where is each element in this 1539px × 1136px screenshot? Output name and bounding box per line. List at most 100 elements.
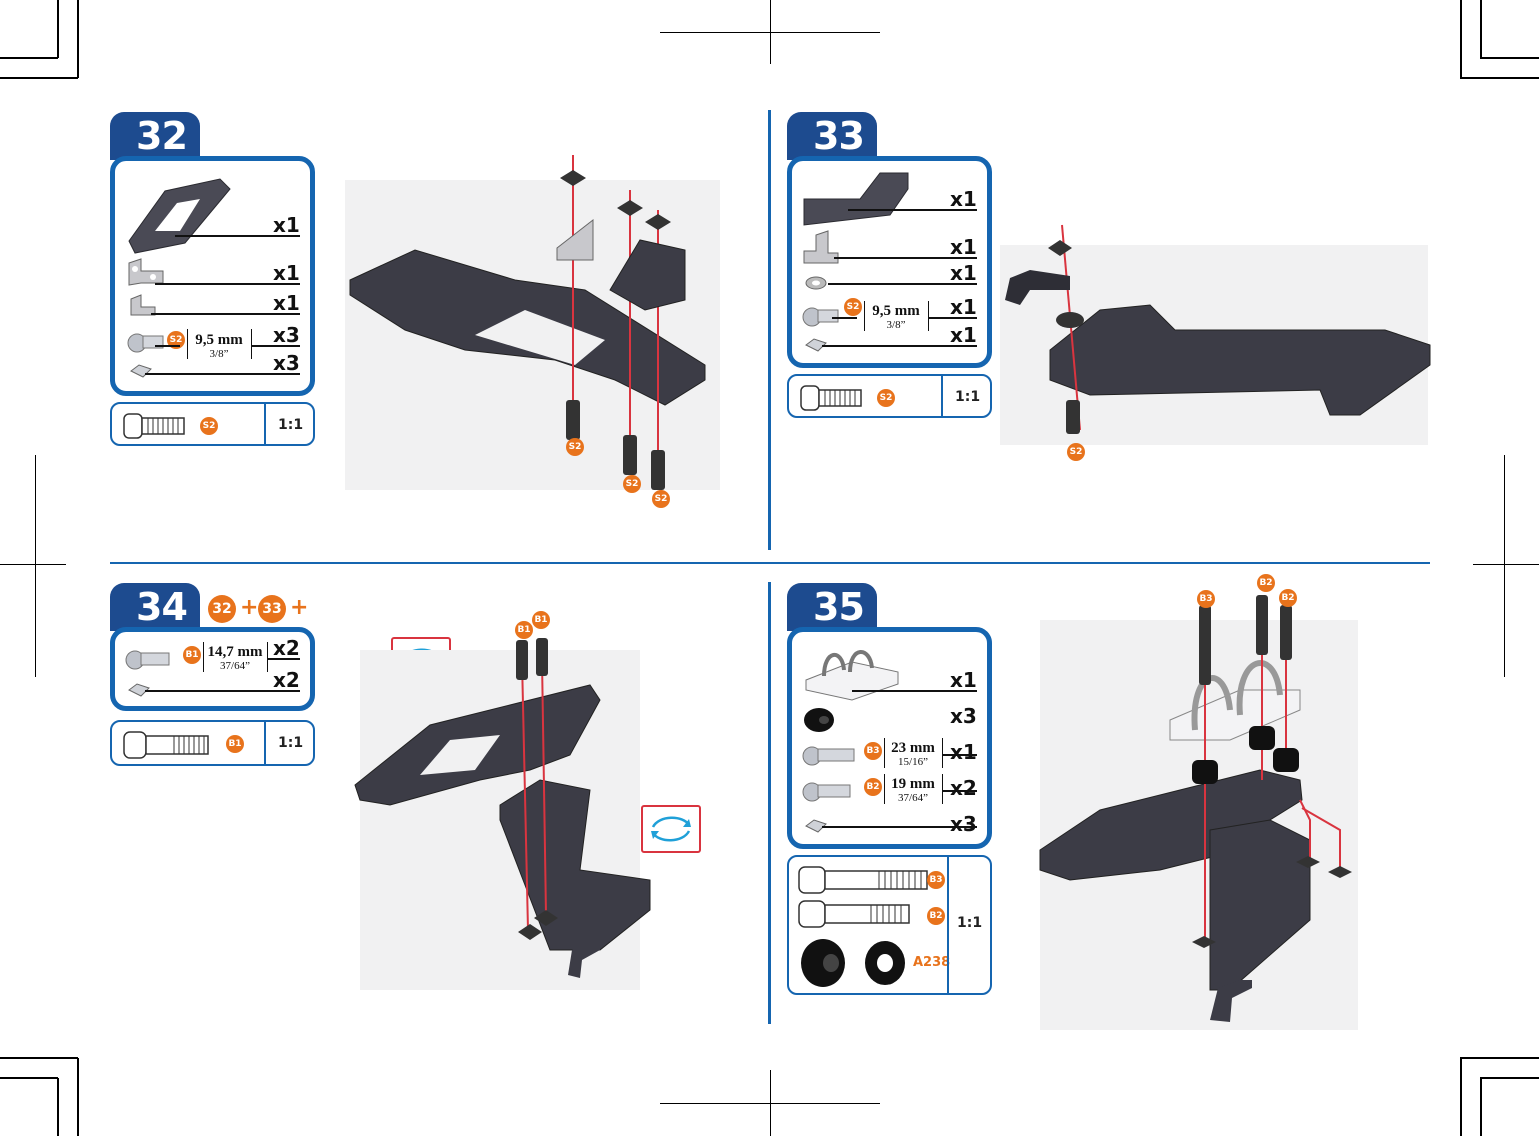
reference-step: 33: [258, 595, 286, 623]
qty-label: x1: [950, 295, 977, 319]
crop-mark: [1460, 1057, 1539, 1059]
registration-mark: [1504, 455, 1505, 677]
rotate-arrows-icon: [649, 813, 693, 845]
parts-list: x1 x3 B3 23 mm 15/16” x1 B2 19 mm 37/64”: [787, 627, 992, 849]
callout-tag: B3: [1197, 590, 1215, 608]
bracket-part-icon: [802, 231, 842, 265]
qty-label: x1: [950, 740, 977, 764]
step-number: 33: [787, 112, 877, 160]
qty-label: x1: [950, 261, 977, 285]
callout-tag: B2: [1257, 574, 1275, 592]
bolt-scale-icon: [124, 730, 210, 758]
crop-mark: [0, 1057, 78, 1059]
crop-mark: [57, 0, 59, 58]
plus-sign: +: [240, 595, 258, 620]
qty-label: x1: [273, 291, 300, 315]
callout-tag: S2: [623, 475, 641, 493]
registration-mark: [0, 564, 66, 565]
qty-label: x2: [273, 668, 300, 692]
registration-mark: [1473, 564, 1539, 565]
assembly-diagram: [1040, 590, 1360, 1030]
parts-list: B1 14,7 mm 37/64” x2 x2: [110, 627, 315, 711]
crop-mark: [1460, 0, 1462, 78]
long-bolt-part-icon: [802, 744, 856, 768]
qty-label: x3: [950, 812, 977, 836]
bolt-length: 9,5 mm 3/8”: [189, 332, 249, 360]
bolt-part-icon: [125, 648, 171, 672]
part-code-tag: B2: [927, 907, 945, 925]
scale-reference: B3 B2 A238 1:1: [787, 855, 992, 995]
step-number: 34: [110, 583, 200, 631]
callout-tag: S2: [1067, 443, 1085, 461]
plus-sign: +: [290, 595, 308, 620]
crop-mark: [77, 1058, 79, 1136]
callout-tag: B2: [1279, 589, 1297, 607]
bolt-scale-icon: [799, 899, 911, 929]
spacer-scale-icon: [799, 937, 909, 989]
nut-part-icon: [129, 363, 153, 379]
callout-tag: S2: [652, 490, 670, 508]
reference-step: 32: [208, 595, 236, 623]
bolt-part-icon: [127, 329, 167, 353]
qty-label: x1: [950, 187, 977, 211]
long-bolt-scale-icon: [799, 865, 929, 895]
qty-label: x2: [950, 776, 977, 800]
part-code-tag: B1: [183, 646, 201, 664]
flat-plate-part-icon: [800, 169, 910, 229]
qty-label: x1: [950, 668, 977, 692]
part-code-tag: B2: [864, 778, 882, 796]
bolt-length: 23 mm 15/16”: [886, 740, 940, 768]
assembly-diagram: [350, 620, 650, 990]
plate-part-icon: [125, 171, 235, 251]
bolt-length: 19 mm 37/64”: [886, 776, 940, 804]
vertical-divider: [768, 582, 771, 1024]
crop-mark: [1480, 0, 1482, 58]
crop-mark: [1480, 57, 1539, 59]
scale-reference: S2 1:1: [787, 374, 992, 418]
crop-mark: [1460, 77, 1539, 79]
crop-mark: [57, 1078, 59, 1136]
qty-label: x3: [950, 704, 977, 728]
registration-mark: [35, 455, 36, 677]
bolt-length: 9,5 mm 3/8”: [866, 303, 926, 331]
spacer-code: A238: [913, 955, 950, 970]
spacer-part-icon: [802, 706, 836, 734]
scale-ratio: 1:1: [955, 389, 980, 405]
crop-mark: [1480, 1077, 1539, 1079]
registration-mark: [770, 0, 771, 64]
part-code-tag: B3: [927, 871, 945, 889]
bolt-length: 14,7 mm 37/64”: [205, 644, 265, 672]
qty-label: x3: [273, 351, 300, 375]
crop-mark: [1460, 1058, 1462, 1136]
callout-tag: B1: [515, 621, 533, 639]
qty-label: x3: [273, 323, 300, 347]
assembly-diagram: [345, 150, 725, 510]
part-code-tag: B3: [864, 742, 882, 760]
parts-list: x1 x1 x1 S2 9,5 mm 3/8” x1 x1: [787, 156, 992, 368]
crop-mark: [77, 0, 79, 78]
crop-mark: [0, 1077, 58, 1079]
crop-mark: [1480, 1078, 1482, 1136]
horizontal-divider: [110, 562, 1430, 564]
step-number: 32: [110, 112, 200, 160]
assembly-diagram: [1000, 220, 1430, 450]
registration-mark: [770, 1070, 771, 1136]
qty-label: x1: [273, 261, 300, 285]
bolt-part-icon: [802, 780, 852, 804]
step-number: 35: [787, 583, 877, 631]
vertical-divider: [768, 110, 771, 550]
bolt-scale-icon: [801, 384, 861, 412]
part-code-tag: B1: [226, 735, 244, 753]
scale-ratio: 1:1: [278, 735, 303, 751]
bolt-part-icon: [802, 303, 842, 327]
qty-label: x2: [273, 636, 300, 660]
qty-label: x1: [273, 213, 300, 237]
rotate-indicator: [641, 805, 701, 853]
part-code-tag: S2: [844, 298, 862, 316]
callout-tag: B1: [532, 611, 550, 629]
bolt-scale-icon: [124, 412, 184, 440]
scale-ratio: 1:1: [957, 915, 982, 931]
part-code-tag: S2: [877, 389, 895, 407]
scale-ratio: 1:1: [278, 417, 303, 433]
scale-reference: S2 1:1: [110, 402, 315, 446]
